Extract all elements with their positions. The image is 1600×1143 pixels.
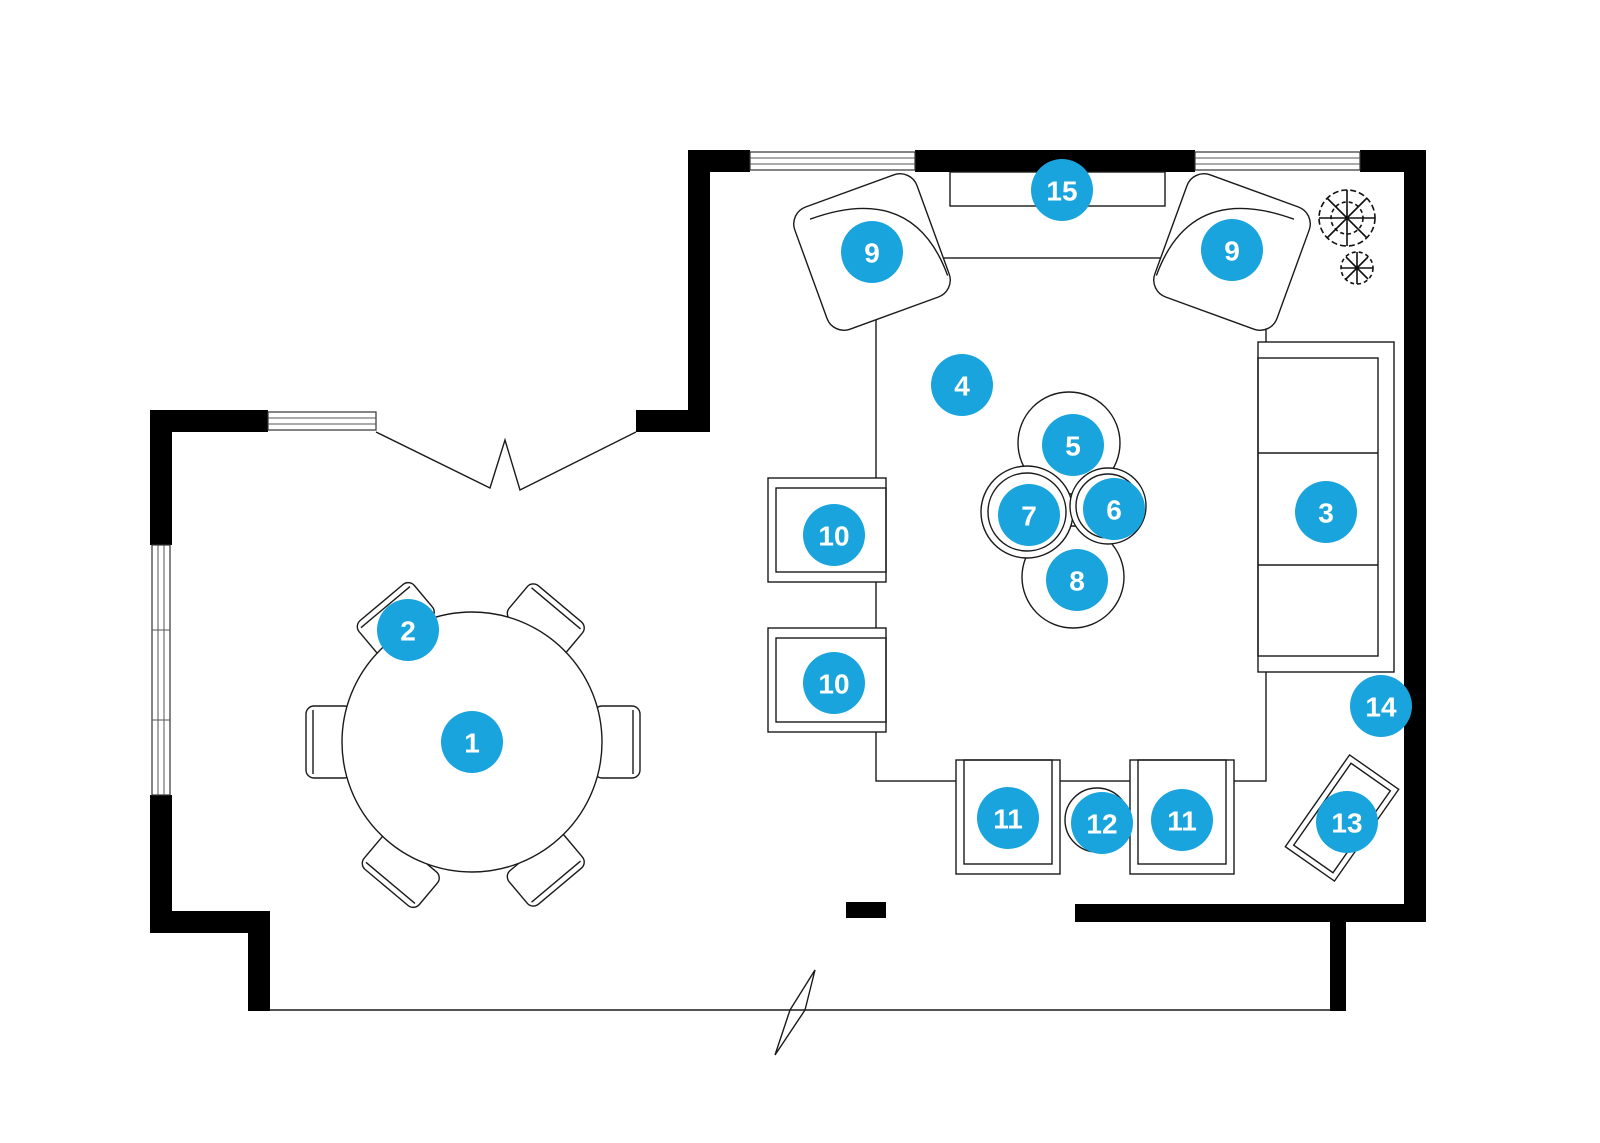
windows <box>151 151 1361 796</box>
wall-segment <box>150 410 172 545</box>
marker-label: 13 <box>1331 808 1362 839</box>
marker-badge <box>998 484 1060 546</box>
marker-sofa: 3 <box>1295 481 1357 543</box>
marker-badge <box>1350 675 1412 737</box>
window-top-left <box>749 151 916 171</box>
marker-label: 9 <box>864 238 880 269</box>
marker-badge <box>1031 159 1093 221</box>
marker-badge <box>1201 219 1263 281</box>
marker-label: 12 <box>1086 809 1117 840</box>
marker-badge <box>377 599 439 661</box>
marker-badge <box>1046 549 1108 611</box>
marker-label: 1 <box>464 728 480 759</box>
marker-label: 2 <box>400 616 416 647</box>
marker-badge <box>803 652 865 714</box>
marker-badge <box>803 504 865 566</box>
marker-badge <box>841 221 903 283</box>
marker-badge <box>1151 789 1213 851</box>
marker-nesting-table-d: 8 <box>1046 549 1108 611</box>
marker-label: 6 <box>1106 495 1122 526</box>
marker-badge <box>441 711 503 773</box>
marker-badge <box>1316 791 1378 853</box>
marker-label: 9 <box>1224 236 1240 267</box>
marker-badge <box>1042 414 1104 476</box>
marker-label: 4 <box>954 371 970 402</box>
marker-label: 7 <box>1021 501 1037 532</box>
plant-icon <box>1318 189 1376 285</box>
wall-segment <box>688 150 710 432</box>
double-door <box>375 431 637 491</box>
marker-fireplace: 15 <box>1031 159 1093 221</box>
wall-segment <box>150 410 268 432</box>
marker-badge <box>1071 792 1133 854</box>
marker-label: 10 <box>818 521 849 552</box>
marker-badge <box>1295 481 1357 543</box>
marker-label: 14 <box>1365 692 1397 723</box>
wall-segment <box>1330 904 1346 1011</box>
marker-rug: 4 <box>931 354 993 416</box>
marker-nesting-table-b: 6 <box>1083 478 1145 540</box>
marker-nesting-table-c: 7 <box>998 484 1060 546</box>
marker-dining-chair: 2 <box>377 599 439 661</box>
marker-label: 15 <box>1046 176 1077 207</box>
marker-side-chair-bottom: 10 <box>803 652 865 714</box>
marker-label: 11 <box>993 804 1023 835</box>
wall-segment <box>150 911 270 933</box>
marker-label: 10 <box>818 669 849 700</box>
marker-corner-armchair-left: 9 <box>841 221 903 283</box>
wall-segment <box>248 911 270 1011</box>
wall-segment <box>1404 150 1426 920</box>
marker-label: 5 <box>1065 431 1081 462</box>
wall-segment <box>636 410 710 432</box>
walls <box>150 150 1426 1011</box>
marker-corner-armchair-right: 9 <box>1201 219 1263 281</box>
marker-table: 1 <box>441 711 503 773</box>
marker-badge <box>931 354 993 416</box>
wall-segment <box>150 795 172 933</box>
marker-badge <box>1083 478 1145 540</box>
window-dining-top <box>267 411 377 431</box>
marker-label: 8 <box>1069 566 1085 597</box>
marker-label: 11 <box>1167 806 1197 837</box>
marker-side-chair-top: 10 <box>803 504 865 566</box>
bottom-boundary <box>270 969 1330 1056</box>
marker-badge <box>977 787 1039 849</box>
marker-nesting-table-a: 5 <box>1042 414 1104 476</box>
marker-bottom-armchair-right: 11 <box>1151 789 1213 851</box>
marker-bottom-armchair-left: 11 <box>977 787 1039 849</box>
window-dining-left <box>151 544 171 796</box>
wall-segment <box>1075 904 1426 922</box>
marker-label: 3 <box>1318 498 1334 529</box>
marker-side-table: 12 <box>1071 792 1133 854</box>
marker-bench: 13 <box>1316 791 1378 853</box>
window-top-right <box>1194 151 1361 171</box>
wall-segment <box>846 902 886 918</box>
marker-lamp: 14 <box>1350 675 1412 737</box>
